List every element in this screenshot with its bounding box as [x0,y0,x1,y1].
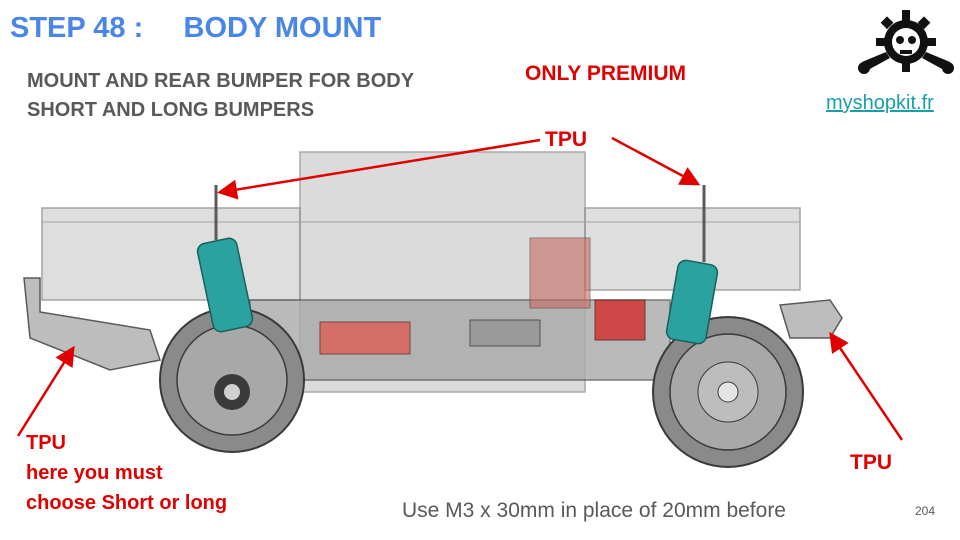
arrow-tpu-front-mount [611,136,701,186]
callout-tpu-top: TPU [545,128,587,151]
callout-tpu-right: TPU [850,451,892,474]
callout-tpu-left-line-2: here you must [26,462,163,484]
rear-shock [196,185,254,333]
page-title: STEP 48 : BODY MOUNT [10,12,382,44]
front-wheel [652,316,804,468]
callout-tpu-left-line-1: TPU [26,432,66,454]
footer-note: Use M3 x 30mm in place of 20mm before [402,499,786,522]
premium-note: ONLY PREMIUM [525,62,687,85]
subtitle-line-1: MOUNT AND REAR BUMPER FOR BODY [27,70,415,92]
page-number: 204 [915,504,936,518]
arrow-tpu-rear-mount [217,138,541,200]
front-shock [665,185,719,345]
callout-tpu-left: TPU here you must choose Short or long [26,428,227,518]
arrow-tpu-front-bumper [829,331,904,441]
site-link[interactable]: myshopkit.fr [826,92,934,114]
callout-tpu-left-line-3: choose Short or long [26,492,228,514]
rear-wheel [159,307,305,453]
subtitle-line-2: SHORT AND LONG BUMPERS [27,99,315,121]
arrow-tpu-rear-bumper [16,345,75,437]
callout-arrows [16,136,904,441]
gear-skull-wrench-logo-icon [858,10,954,74]
